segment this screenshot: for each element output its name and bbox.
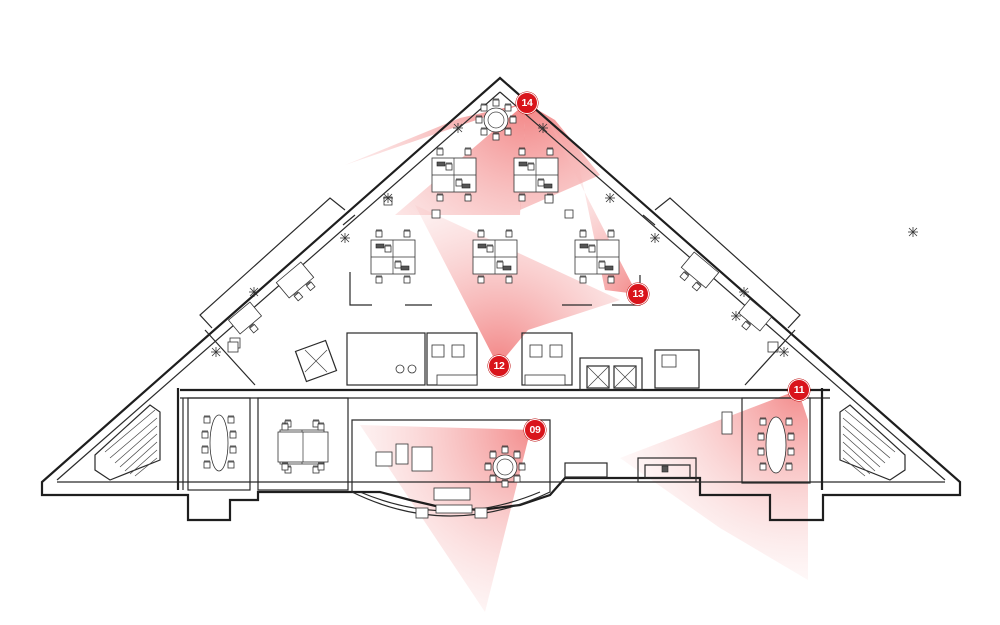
camera-label: 12: [493, 360, 505, 372]
round-table-apex: [476, 99, 516, 140]
round-table-lounge: [485, 446, 525, 487]
fov-cam-09: [360, 425, 534, 612]
camera-label: 11: [793, 384, 805, 396]
fov-cam-12: [415, 205, 620, 366]
camera-label: 14: [521, 97, 533, 109]
camera-marker-13[interactable]: 13: [627, 283, 649, 305]
camera-label: 09: [529, 424, 541, 436]
camera-marker-12[interactable]: 12: [488, 355, 510, 377]
camera-label: 13: [632, 288, 644, 300]
stair-right: [839, 404, 906, 481]
camera-marker-11[interactable]: 11: [788, 379, 810, 401]
meeting-table-right: [757, 416, 795, 474]
stair-left: [94, 404, 161, 481]
camera-marker-09[interactable]: 09: [524, 419, 546, 441]
building-walls: [40, 76, 962, 522]
camera-coverage-layer: [345, 103, 808, 612]
camera-marker-14[interactable]: 14: [516, 92, 538, 114]
meeting-table-left: [201, 414, 237, 472]
